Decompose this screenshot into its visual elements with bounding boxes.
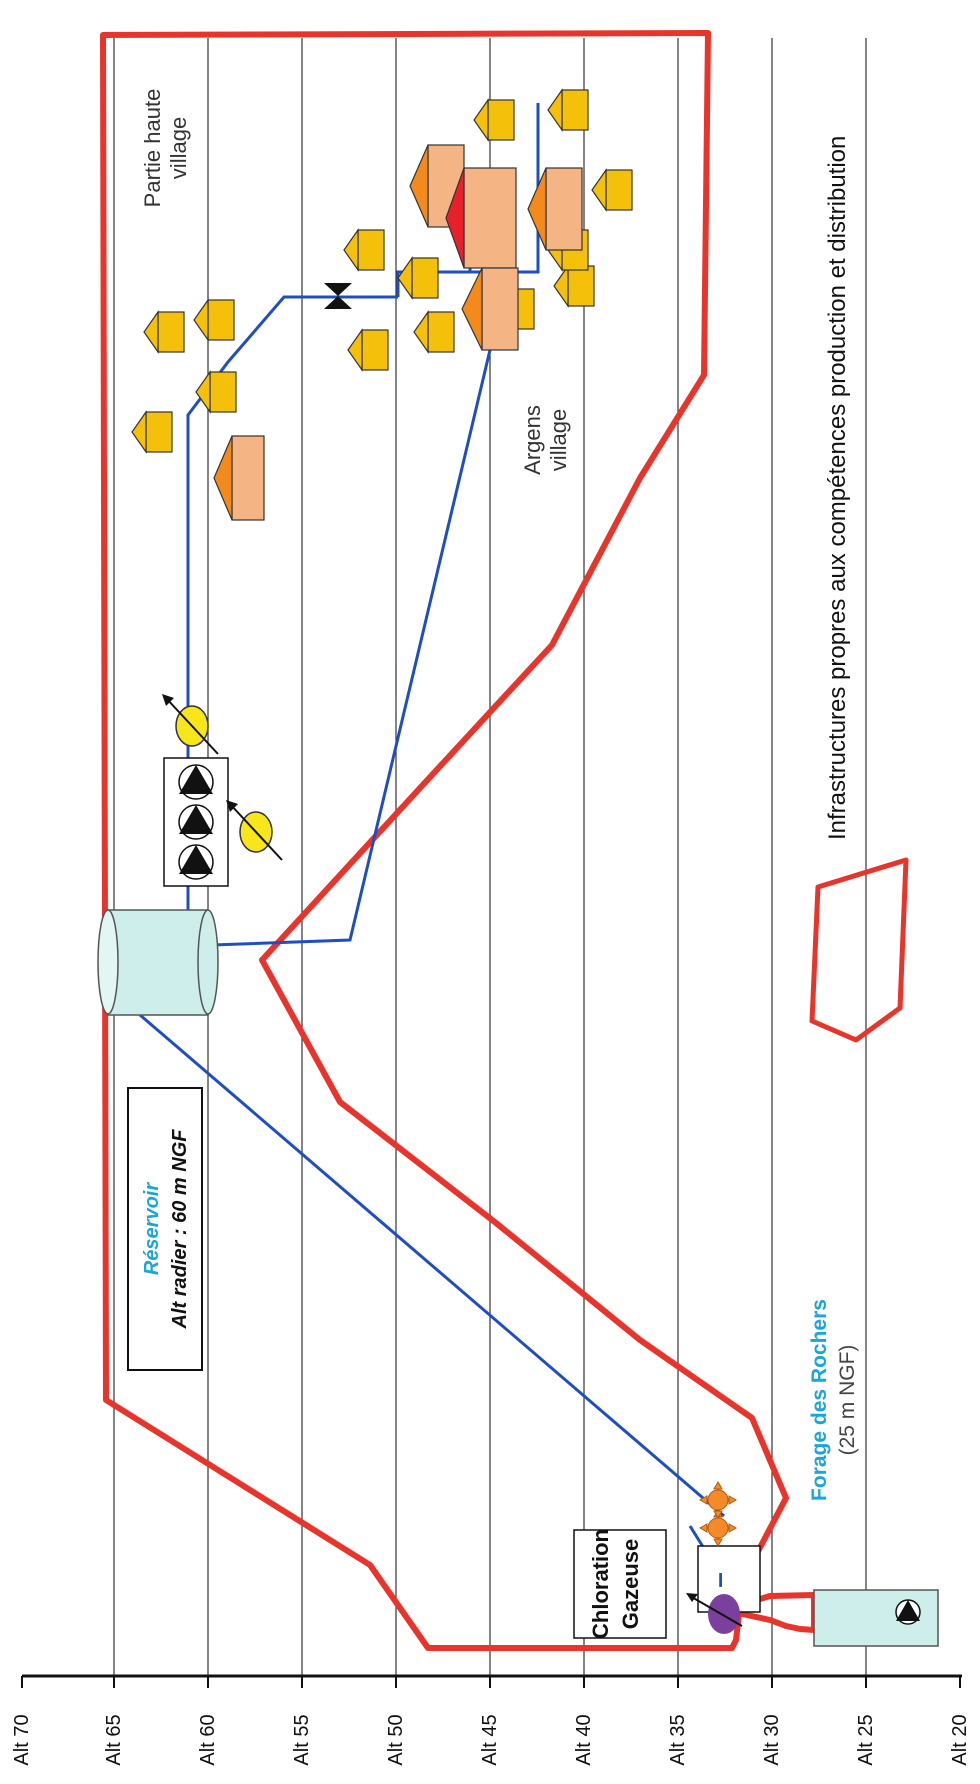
large-building-icons — [213, 144, 583, 521]
axis-tick-label: Alt 50 — [385, 1714, 407, 1765]
argens-label-line2: village — [546, 409, 571, 471]
house-icons — [131, 88, 633, 454]
reservoir-altitude: Alt radier : 60 m NGF — [169, 1129, 191, 1330]
forage-title: Forage des Rochers — [808, 1299, 831, 1501]
pump-icon — [178, 764, 214, 800]
argens-label-line1: Argens — [520, 405, 545, 475]
altitude-axis: Alt 20 Alt 25 Alt 30 Alt 35 Alt 40 Alt 4… — [11, 1674, 971, 1766]
house-icon — [591, 168, 633, 212]
house-icon — [193, 298, 235, 342]
house-icon — [195, 370, 237, 414]
large-building-icon — [213, 435, 265, 521]
axis-tick-label: Alt 40 — [573, 1714, 595, 1765]
axis-tick-label: Alt 25 — [855, 1714, 877, 1765]
chlorination-unit: – — [686, 1480, 761, 1634]
gate-valve-icon — [324, 283, 352, 309]
forage-borehole — [813, 1589, 939, 1647]
large-building-icon — [527, 167, 583, 251]
axis-tick-label: Alt 60 — [197, 1714, 219, 1765]
flow-meter-icon — [226, 800, 283, 861]
house-icon — [347, 328, 389, 372]
house-icon — [131, 410, 173, 454]
minus-sign: – — [703, 1572, 734, 1588]
sun-icon — [698, 1480, 738, 1520]
flow-meter-icon — [162, 694, 219, 755]
house-icon — [397, 256, 439, 300]
pipe-reservoir-to-argens — [211, 349, 492, 947]
pipe-reservoir-to-partie-haute — [186, 295, 398, 910]
house-icon — [547, 88, 589, 132]
axis-tick-label: Alt 35 — [667, 1714, 689, 1765]
chloration-label-line2: Gazeuse — [618, 1539, 643, 1630]
chlorine-arrowhead — [686, 1593, 698, 1602]
chloration-label-line1: Chloration — [588, 1529, 613, 1639]
reservoir-title: Réservoir — [141, 1182, 163, 1275]
chloration-label-box: Chloration Gazeuse — [573, 1529, 667, 1639]
pipe-adduction-to-reservoir — [139, 1013, 725, 1518]
pump-station — [163, 757, 229, 887]
reservoir-tank-icon — [97, 909, 219, 1016]
house-icon — [553, 264, 595, 308]
large-building-icon — [445, 167, 517, 269]
house-icon — [413, 310, 455, 354]
house-icon — [473, 98, 515, 142]
axis-tick-label: Alt 45 — [479, 1714, 501, 1765]
partie-haute-label-line2: village — [166, 117, 191, 179]
pipe-network — [139, 103, 742, 1607]
house-icon — [143, 310, 185, 354]
house-icon — [343, 228, 385, 272]
pump-icon — [178, 844, 214, 880]
pump-icon — [178, 804, 214, 840]
axis-tick-label: Alt 55 — [291, 1714, 313, 1765]
partie-haute-label-line1: Partie haute — [140, 89, 165, 208]
chlorine-line — [689, 1595, 743, 1627]
chlorine-bottle-icon — [708, 1594, 740, 1634]
axis-tick-label: Alt 20 — [949, 1714, 971, 1765]
reservoir-label-box: Réservoir Alt radier : 60 m NGF — [127, 1087, 203, 1371]
axis-tick-label: Alt 65 — [103, 1714, 125, 1765]
borehole-pump-icon — [895, 1599, 921, 1625]
axis-tick-label: Alt 70 — [11, 1714, 33, 1765]
large-building-icon — [461, 267, 519, 351]
legend-text: Infrastructures propres aux compétences … — [824, 136, 851, 840]
forage-altitude: (25 m NGF) — [836, 1345, 859, 1456]
axis-tick-label: Alt 30 — [761, 1714, 783, 1765]
legend-boundary-shape — [809, 857, 909, 1043]
